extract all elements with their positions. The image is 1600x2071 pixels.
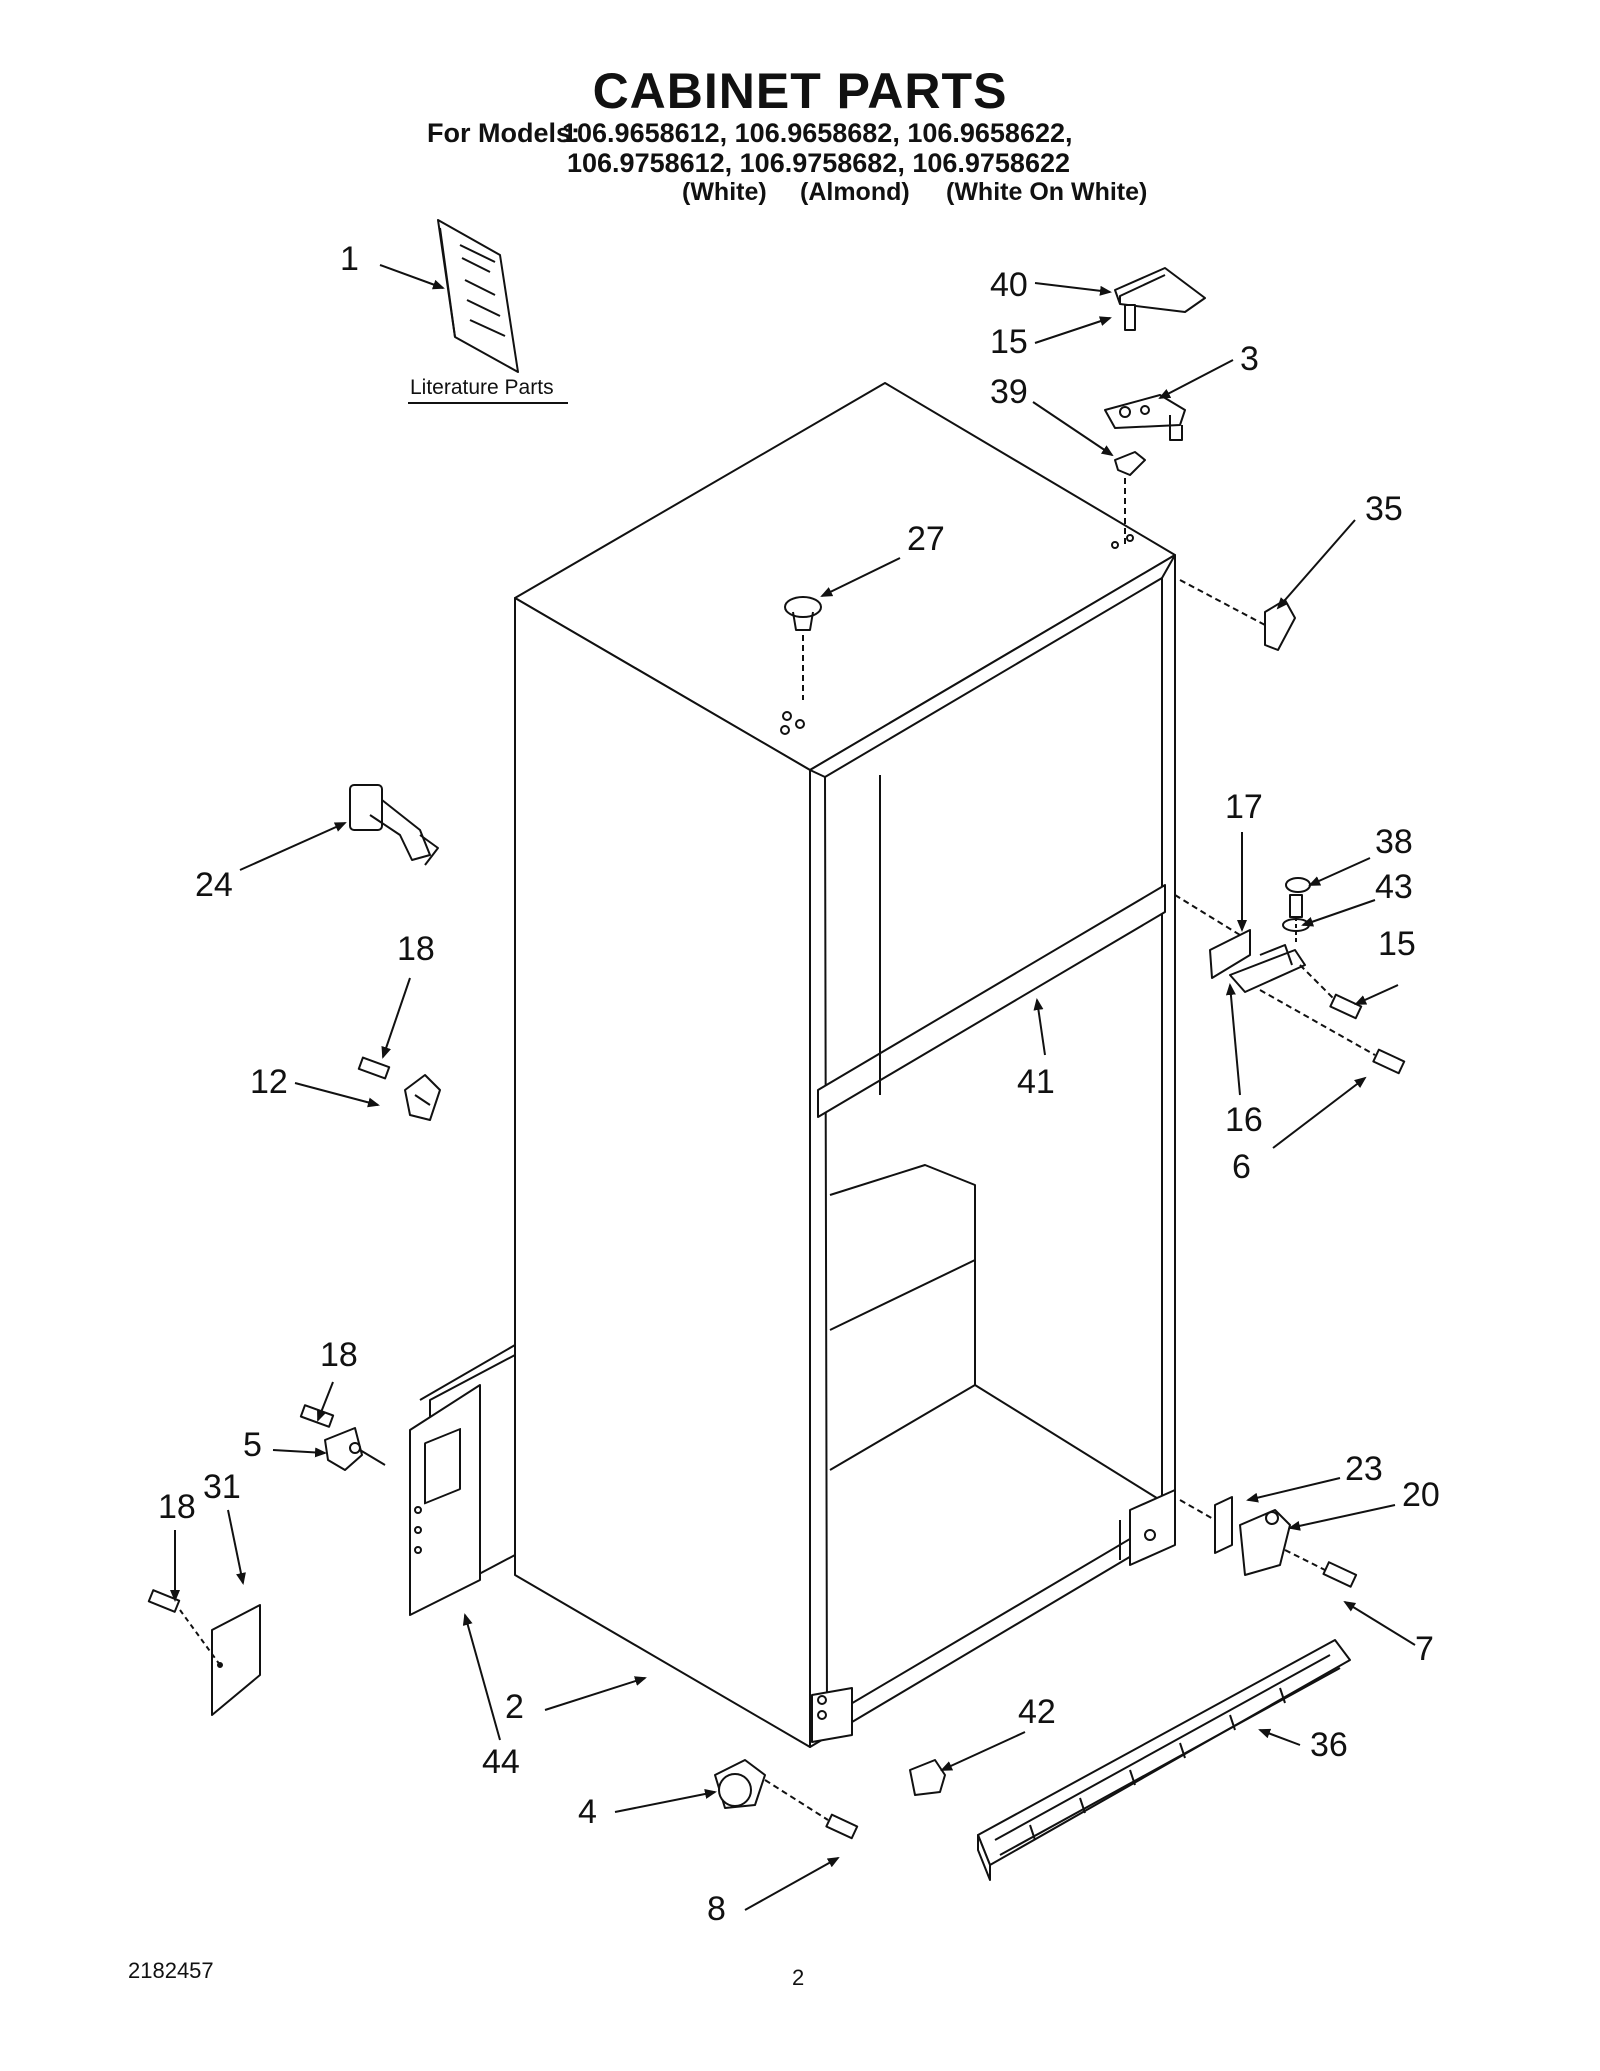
top-hinge [1104, 304, 1186, 545]
callout-36: 36 [1310, 1726, 1348, 1764]
callout-4: 4 [578, 1793, 597, 1831]
callout-5: 5 [243, 1426, 262, 1464]
callout-18-lower: 18 [158, 1488, 196, 1526]
roller-assembly [714, 1759, 859, 1840]
clamp-5 [299, 1404, 386, 1471]
clip-12 [357, 1056, 441, 1121]
cover-31 [147, 1589, 261, 1716]
callout-7: 7 [1415, 1630, 1434, 1668]
callout-18-middle: 18 [320, 1336, 358, 1374]
callout-42: 42 [1018, 1693, 1056, 1731]
callout-12: 12 [250, 1063, 288, 1101]
models-label: For Models: [427, 118, 580, 148]
plug-27 [784, 596, 822, 700]
callout-1: 1 [340, 240, 359, 278]
bottom-hinge-assembly [1179, 1496, 1358, 1588]
callout-18-upper: 18 [397, 930, 435, 968]
callout-24: 24 [195, 866, 233, 904]
callout-16: 16 [1225, 1101, 1263, 1139]
callout-15-top: 15 [990, 323, 1028, 361]
side-bracket-44 [409, 1384, 481, 1616]
color-white-on-white: (White On White) [946, 178, 1148, 206]
callout-35: 35 [1365, 490, 1403, 528]
callout-23: 23 [1345, 1450, 1383, 1488]
leader-lines [170, 264, 1416, 1911]
base-grille-36 [977, 1639, 1351, 1881]
callout-41: 41 [1017, 1063, 1055, 1101]
callout-27: 27 [907, 520, 945, 558]
callout-2: 2 [505, 1688, 524, 1726]
literature-booklet [437, 219, 519, 373]
handle-stud-24 [349, 784, 439, 866]
callout-31: 31 [203, 1468, 241, 1506]
clip-42 [909, 1759, 946, 1796]
cabinet-shell [419, 382, 1176, 1748]
callout-44: 44 [482, 1743, 520, 1781]
page-title: CABINET PARTS [592, 63, 1008, 119]
center-hinge-assembly [1174, 877, 1406, 1075]
callout-40: 40 [990, 266, 1028, 304]
callout-15-middle: 15 [1378, 925, 1416, 963]
callout-39: 39 [990, 373, 1028, 411]
document-number: 2182457 [128, 1958, 214, 1983]
callout-3: 3 [1240, 340, 1259, 378]
hinge-cap [1114, 267, 1206, 313]
color-almond: (Almond) [800, 178, 910, 206]
models-line-1: 106.9658612, 106.9658682, 106.9658622, [562, 118, 1073, 148]
callout-6: 6 [1232, 1148, 1251, 1186]
callout-43: 43 [1375, 868, 1413, 906]
page-number: 2 [792, 1965, 805, 1990]
literature-parts-label: Literature Parts [410, 376, 554, 399]
models-line-2: 106.9758612, 106.9758682, 106.9758622 [567, 148, 1070, 178]
callout-17: 17 [1225, 788, 1263, 826]
callout-38: 38 [1375, 823, 1413, 861]
color-white: (White) [682, 178, 767, 206]
callout-8: 8 [707, 1890, 726, 1928]
callout-20: 20 [1402, 1476, 1440, 1514]
hinge-cover-35 [1179, 579, 1296, 651]
